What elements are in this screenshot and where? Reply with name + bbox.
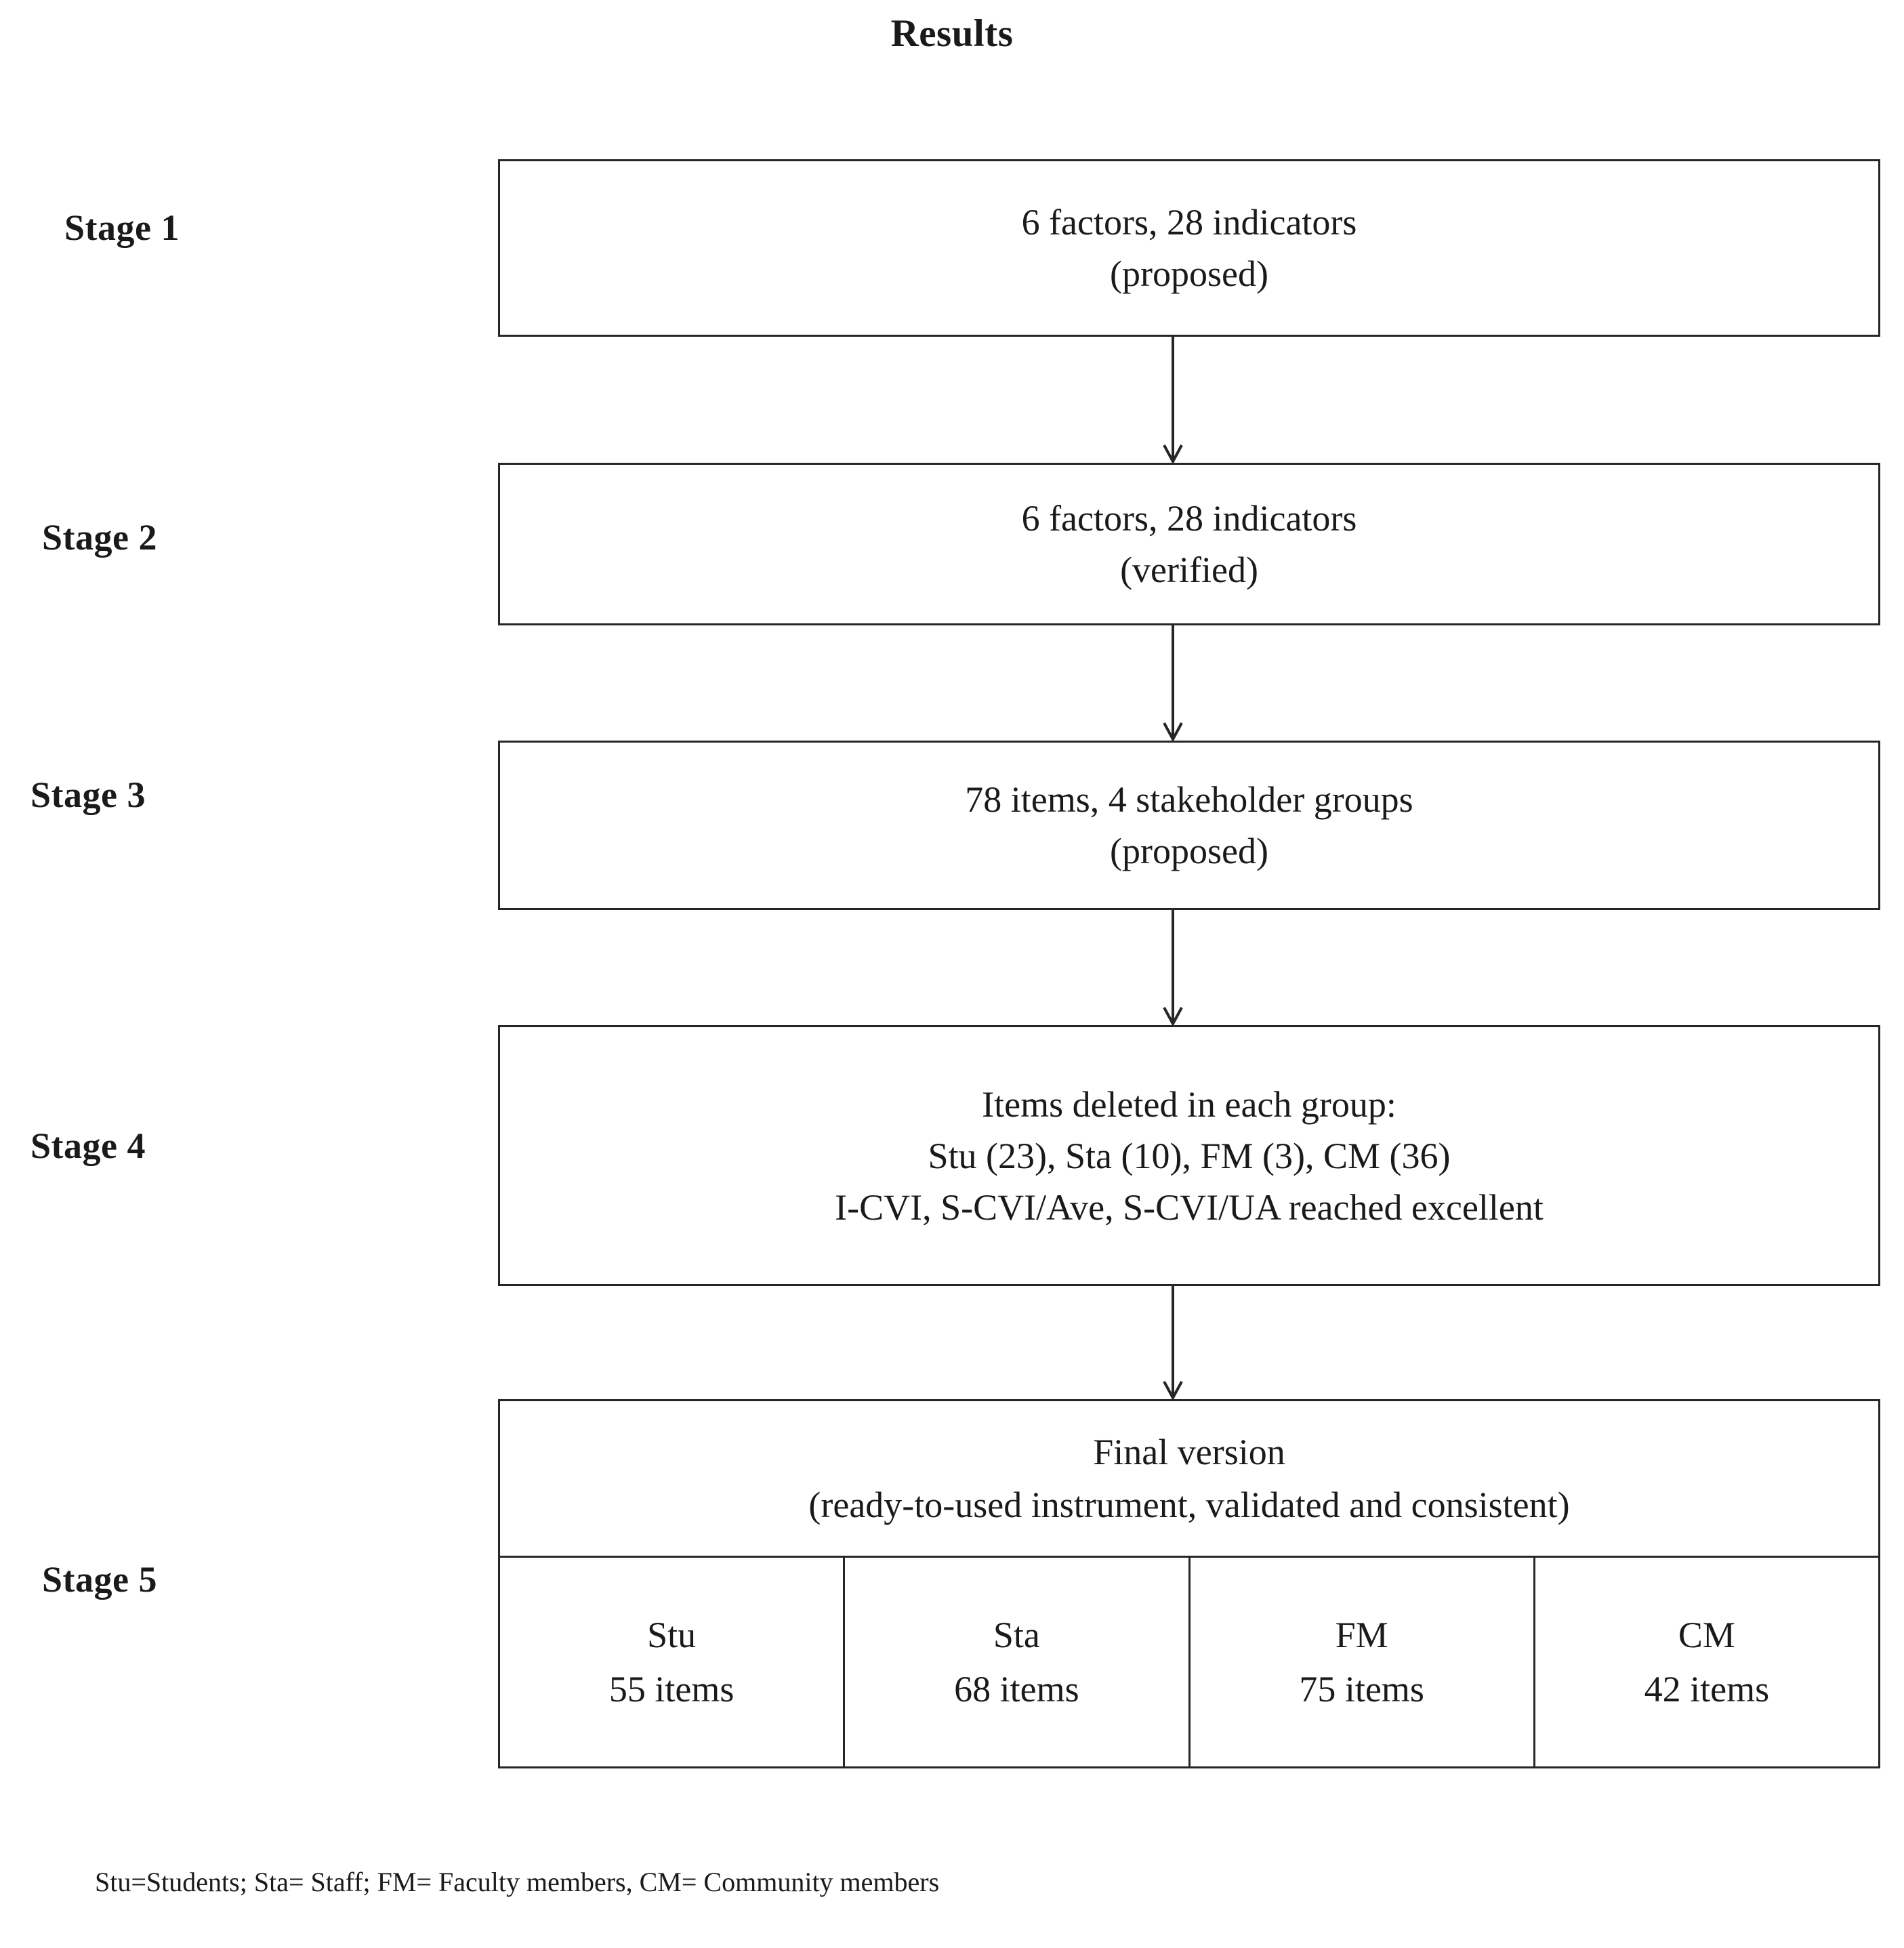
- connector-stage2-stage3: [1163, 625, 1183, 743]
- group-name-sta: Sta: [993, 1615, 1040, 1655]
- stage-1-line-1: 6 factors, 28 indicators: [1021, 202, 1357, 243]
- stage-2-box: 6 factors, 28 indicators (verified): [498, 463, 1880, 625]
- figure-footnote: Stu=Students; Sta= Staff; FM= Faculty me…: [95, 1867, 940, 1897]
- group-count-fm: 75 items: [1299, 1669, 1424, 1709]
- stage-3-line-2: (proposed): [1110, 831, 1268, 871]
- stage-5-line-1: Final version: [1093, 1432, 1285, 1472]
- group-cell-fm: FM 75 items: [1191, 1558, 1535, 1766]
- stage-1-line-2: (proposed): [1110, 253, 1268, 294]
- group-cell-stu: Stu 55 items: [500, 1558, 846, 1766]
- group-cell-cm: CM 42 items: [1535, 1558, 1878, 1766]
- stage-5-header: Final version (ready-to-used instrument,…: [500, 1401, 1878, 1558]
- stage-2-line-2: (verified): [1120, 550, 1258, 590]
- group-name-cm: CM: [1678, 1615, 1735, 1655]
- stage-4-line-1: Items deleted in each group:: [982, 1083, 1396, 1125]
- stage-5-line-2: (ready-to-used instrument, validated and…: [808, 1485, 1570, 1525]
- stage-5-group-table: Stu 55 items Sta 68 items FM 75 items CM…: [500, 1558, 1878, 1766]
- stage-3-box: 78 items, 4 stakeholder groups (proposed…: [498, 741, 1880, 910]
- stage-3-line-1: 78 items, 4 stakeholder groups: [965, 779, 1413, 820]
- group-cell-sta: Sta 68 items: [845, 1558, 1191, 1766]
- group-count-sta: 68 items: [954, 1669, 1079, 1709]
- group-name-fm: FM: [1335, 1615, 1388, 1655]
- group-count-cm: 42 items: [1644, 1669, 1770, 1709]
- connector-stage3-stage4: [1163, 910, 1183, 1027]
- stage-4-line-2: Stu (23), Sta (10), FM (3), CM (36): [928, 1135, 1451, 1176]
- stage-label-3: Stage 3: [30, 774, 146, 815]
- stage-label-5: Stage 5: [42, 1559, 157, 1600]
- connector-stage1-stage2: [1163, 337, 1183, 465]
- connector-stage4-stage5: [1163, 1286, 1183, 1401]
- stage-label-4: Stage 4: [30, 1125, 146, 1166]
- stage-4-line-3: I-CVI, S-CVI/Ave, S-CVI/UA reached excel…: [835, 1186, 1544, 1228]
- stage-2-line-1: 6 factors, 28 indicators: [1021, 498, 1357, 539]
- group-count-stu: 55 items: [608, 1669, 734, 1709]
- stage-1-box: 6 factors, 28 indicators (proposed): [498, 159, 1880, 337]
- stage-5-box: Final version (ready-to-used instrument,…: [498, 1399, 1880, 1768]
- group-name-stu: Stu: [647, 1615, 697, 1655]
- stage-4-box: Items deleted in each group: Stu (23), S…: [498, 1025, 1880, 1286]
- stage-label-1: Stage 1: [64, 207, 180, 248]
- stage-label-2: Stage 2: [42, 517, 157, 558]
- figure-title: Results: [890, 12, 1014, 55]
